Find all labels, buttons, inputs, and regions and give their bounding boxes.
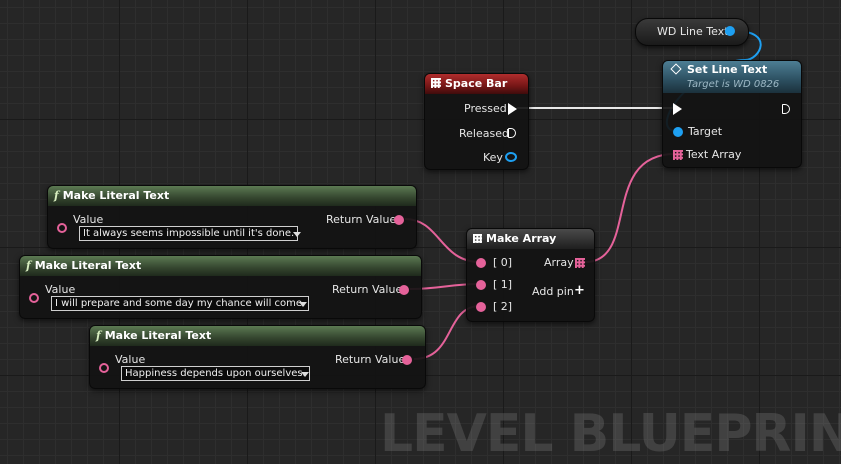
space-bar-event-node[interactable]: Space Bar Pressed Released Key (424, 73, 529, 170)
value-input-pin-1[interactable] (57, 223, 67, 233)
variable-output-pin[interactable] (725, 26, 735, 36)
literal-text-field-2[interactable]: I will prepare and some day my chance wi… (51, 296, 310, 311)
released-label: Released (459, 127, 509, 140)
make-array-title: Make Array (486, 232, 557, 245)
array-input-label-0: [ 0] (493, 256, 513, 269)
space-bar-title: Space Bar (445, 77, 508, 90)
variable-label: WD Line Text (657, 25, 729, 38)
exec-out-pin[interactable] (782, 104, 790, 114)
value-label-3: Value (115, 353, 146, 366)
level-blueprint-watermark: LEVEL BLUEPRINT (380, 404, 841, 464)
wire-array (584, 153, 676, 263)
keyboard-icon (431, 78, 441, 88)
chevron-down-icon[interactable] (301, 372, 309, 377)
text-array-label: Text Array (686, 148, 742, 161)
function-icon: f (26, 259, 31, 272)
key-label: Key (483, 151, 503, 164)
array-output-pin[interactable] (575, 258, 585, 268)
literal-title-1: Make Literal Text (62, 189, 170, 202)
set-line-text-header: Set Line Text Target is WD 0826 (663, 61, 801, 93)
exec-in-pin[interactable] (673, 103, 682, 115)
text-array-pin[interactable] (673, 150, 683, 160)
make-array-header: Make Array (467, 229, 594, 249)
set-line-text-node[interactable]: Set Line Text Target is WD 0826 Target T… (662, 60, 802, 168)
array-input-pin-2[interactable] (476, 302, 486, 312)
space-bar-header: Space Bar (425, 74, 528, 94)
array-output-label: Array (544, 256, 574, 269)
array-icon (473, 234, 482, 243)
return-value-label-2: Return Value (332, 283, 403, 296)
function-icon: f (54, 189, 59, 202)
add-pin-label: Add pin (532, 285, 574, 298)
pressed-label: Pressed (464, 102, 507, 115)
chevron-down-icon[interactable] (299, 302, 307, 307)
value-input-pin-3[interactable] (99, 363, 109, 373)
make-array-node[interactable]: Make Array [ 0] [ 1] [ 2] Array Add pin … (466, 228, 595, 322)
target-pin[interactable] (673, 127, 683, 137)
literal-title-2: Make Literal Text (34, 259, 142, 272)
target-label: Target (688, 125, 723, 138)
literal-text-field-1[interactable]: It always seems impossible until it's do… (79, 226, 299, 241)
key-output-pin[interactable] (505, 152, 517, 162)
array-input-label-1: [ 1] (493, 278, 513, 291)
setter-icon (670, 63, 682, 75)
set-line-text-subtitle: Target is WD 0826 (687, 79, 780, 90)
set-line-text-title: Set Line Text (687, 63, 768, 76)
value-input-pin-2[interactable] (29, 293, 39, 303)
array-input-pin-0[interactable] (476, 258, 486, 268)
released-exec-pin[interactable] (508, 128, 516, 138)
literal-text-field-3[interactable]: Happiness depends upon ourselves. (121, 366, 310, 381)
return-value-label-1: Return Value (326, 213, 397, 226)
return-value-pin-2[interactable] (399, 285, 409, 295)
array-input-pin-1[interactable] (476, 280, 486, 290)
pressed-exec-pin[interactable] (508, 103, 517, 115)
literal-title-3: Make Literal Text (104, 329, 212, 342)
value-label-1: Value (73, 213, 104, 226)
return-value-pin-1[interactable] (394, 215, 404, 225)
return-value-label-3: Return Value (335, 353, 406, 366)
value-label-2: Value (45, 283, 76, 296)
function-icon: f (96, 329, 101, 342)
wd-line-text-variable-node[interactable]: WD Line Text (635, 18, 749, 46)
array-input-label-2: [ 2] (493, 300, 513, 313)
add-pin-button[interactable]: + (574, 283, 585, 298)
chevron-down-icon[interactable] (293, 232, 301, 237)
return-value-pin-3[interactable] (402, 355, 412, 365)
